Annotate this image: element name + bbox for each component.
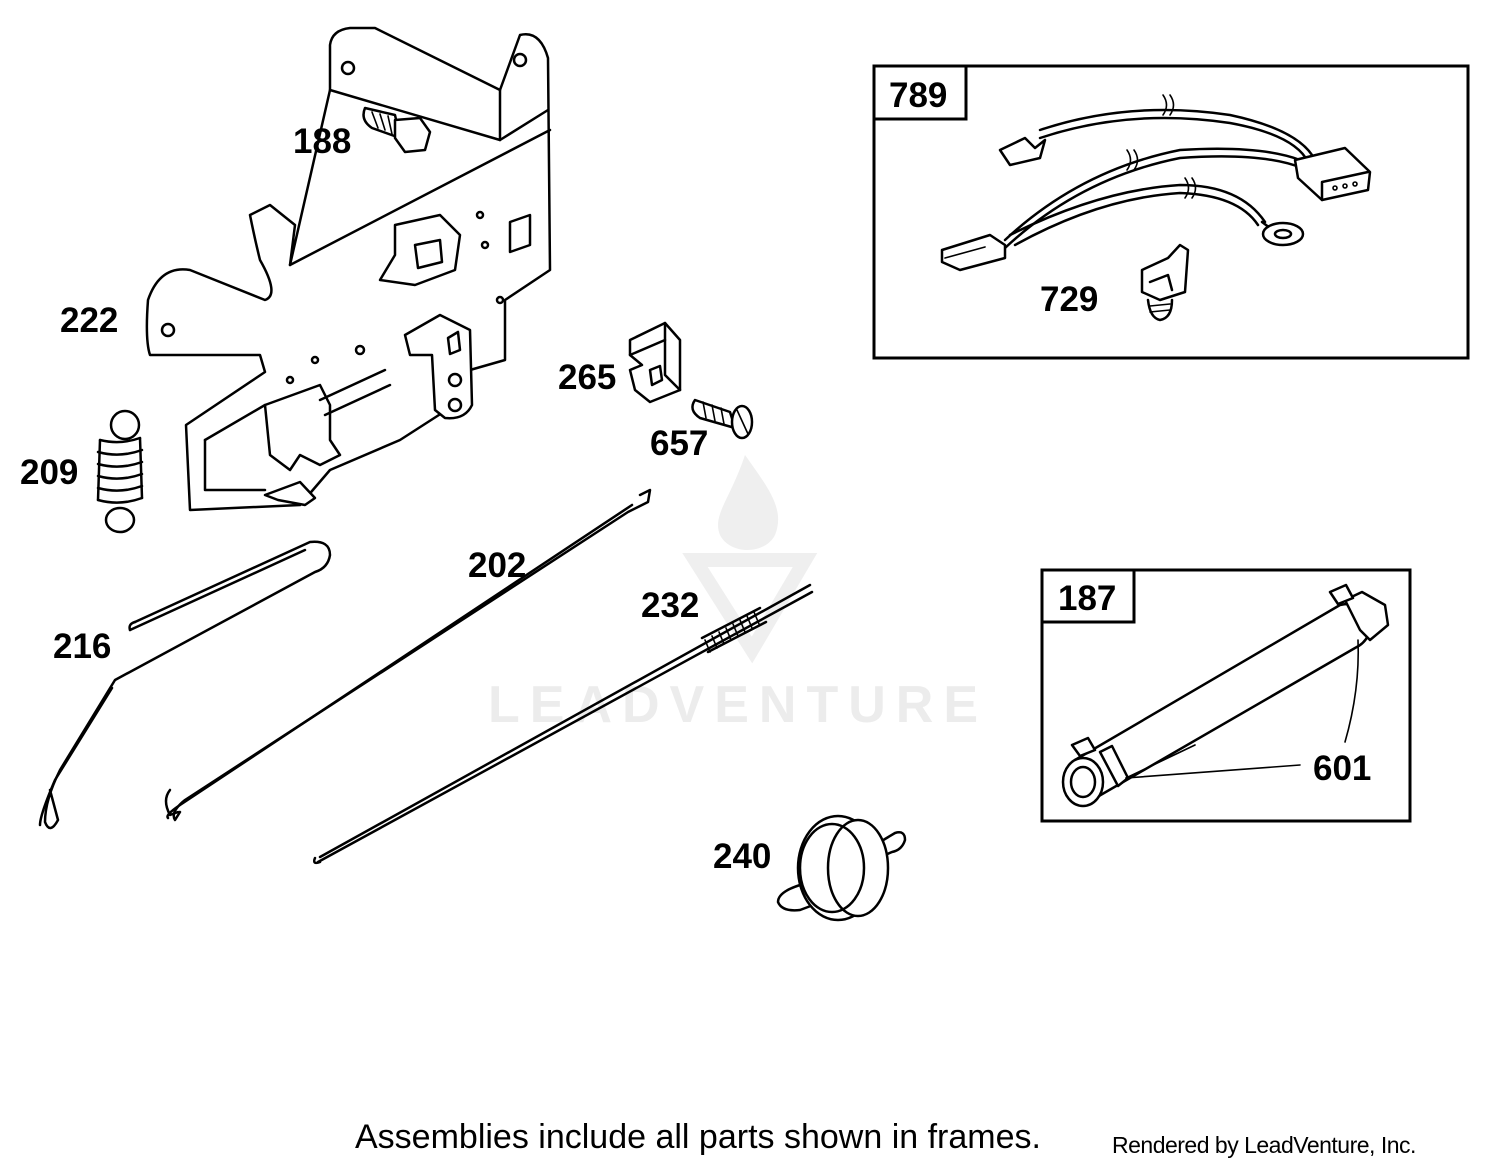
frame-187-fuel-line[interactable]: [1040, 568, 1412, 823]
label-789: 789: [889, 76, 947, 115]
assemblies-note: Assemblies include all parts shown in fr…: [355, 1118, 1041, 1156]
label-202: 202: [468, 546, 526, 585]
frame-789-wiring-harness[interactable]: [872, 64, 1470, 360]
label-187: 187: [1058, 579, 1116, 618]
label-188: 188: [293, 122, 351, 161]
watermark-logo-icon: [682, 455, 818, 664]
part-216-link-rod[interactable]: [38, 540, 332, 830]
label-232: 232: [641, 586, 699, 625]
part-202-governor-rod[interactable]: [164, 488, 652, 822]
part-265-clip[interactable]: [628, 321, 682, 404]
label-209: 209: [20, 453, 78, 492]
part-188-screw[interactable]: [362, 106, 432, 154]
part-209-spring[interactable]: [96, 409, 144, 534]
label-216: 216: [53, 627, 111, 666]
label-265: 265: [558, 358, 616, 397]
part-232-spring-rod[interactable]: [312, 583, 814, 865]
label-657: 657: [650, 424, 708, 463]
label-240: 240: [713, 837, 771, 876]
label-222: 222: [60, 301, 118, 340]
part-240-fuel-filter[interactable]: [776, 814, 907, 922]
label-601: 601: [1313, 749, 1371, 788]
label-729: 729: [1040, 280, 1098, 319]
part-222-control-bracket[interactable]: [145, 26, 552, 512]
part-657-screw[interactable]: [691, 398, 754, 440]
render-credit: Rendered by LeadVenture, Inc.: [1112, 1132, 1416, 1158]
